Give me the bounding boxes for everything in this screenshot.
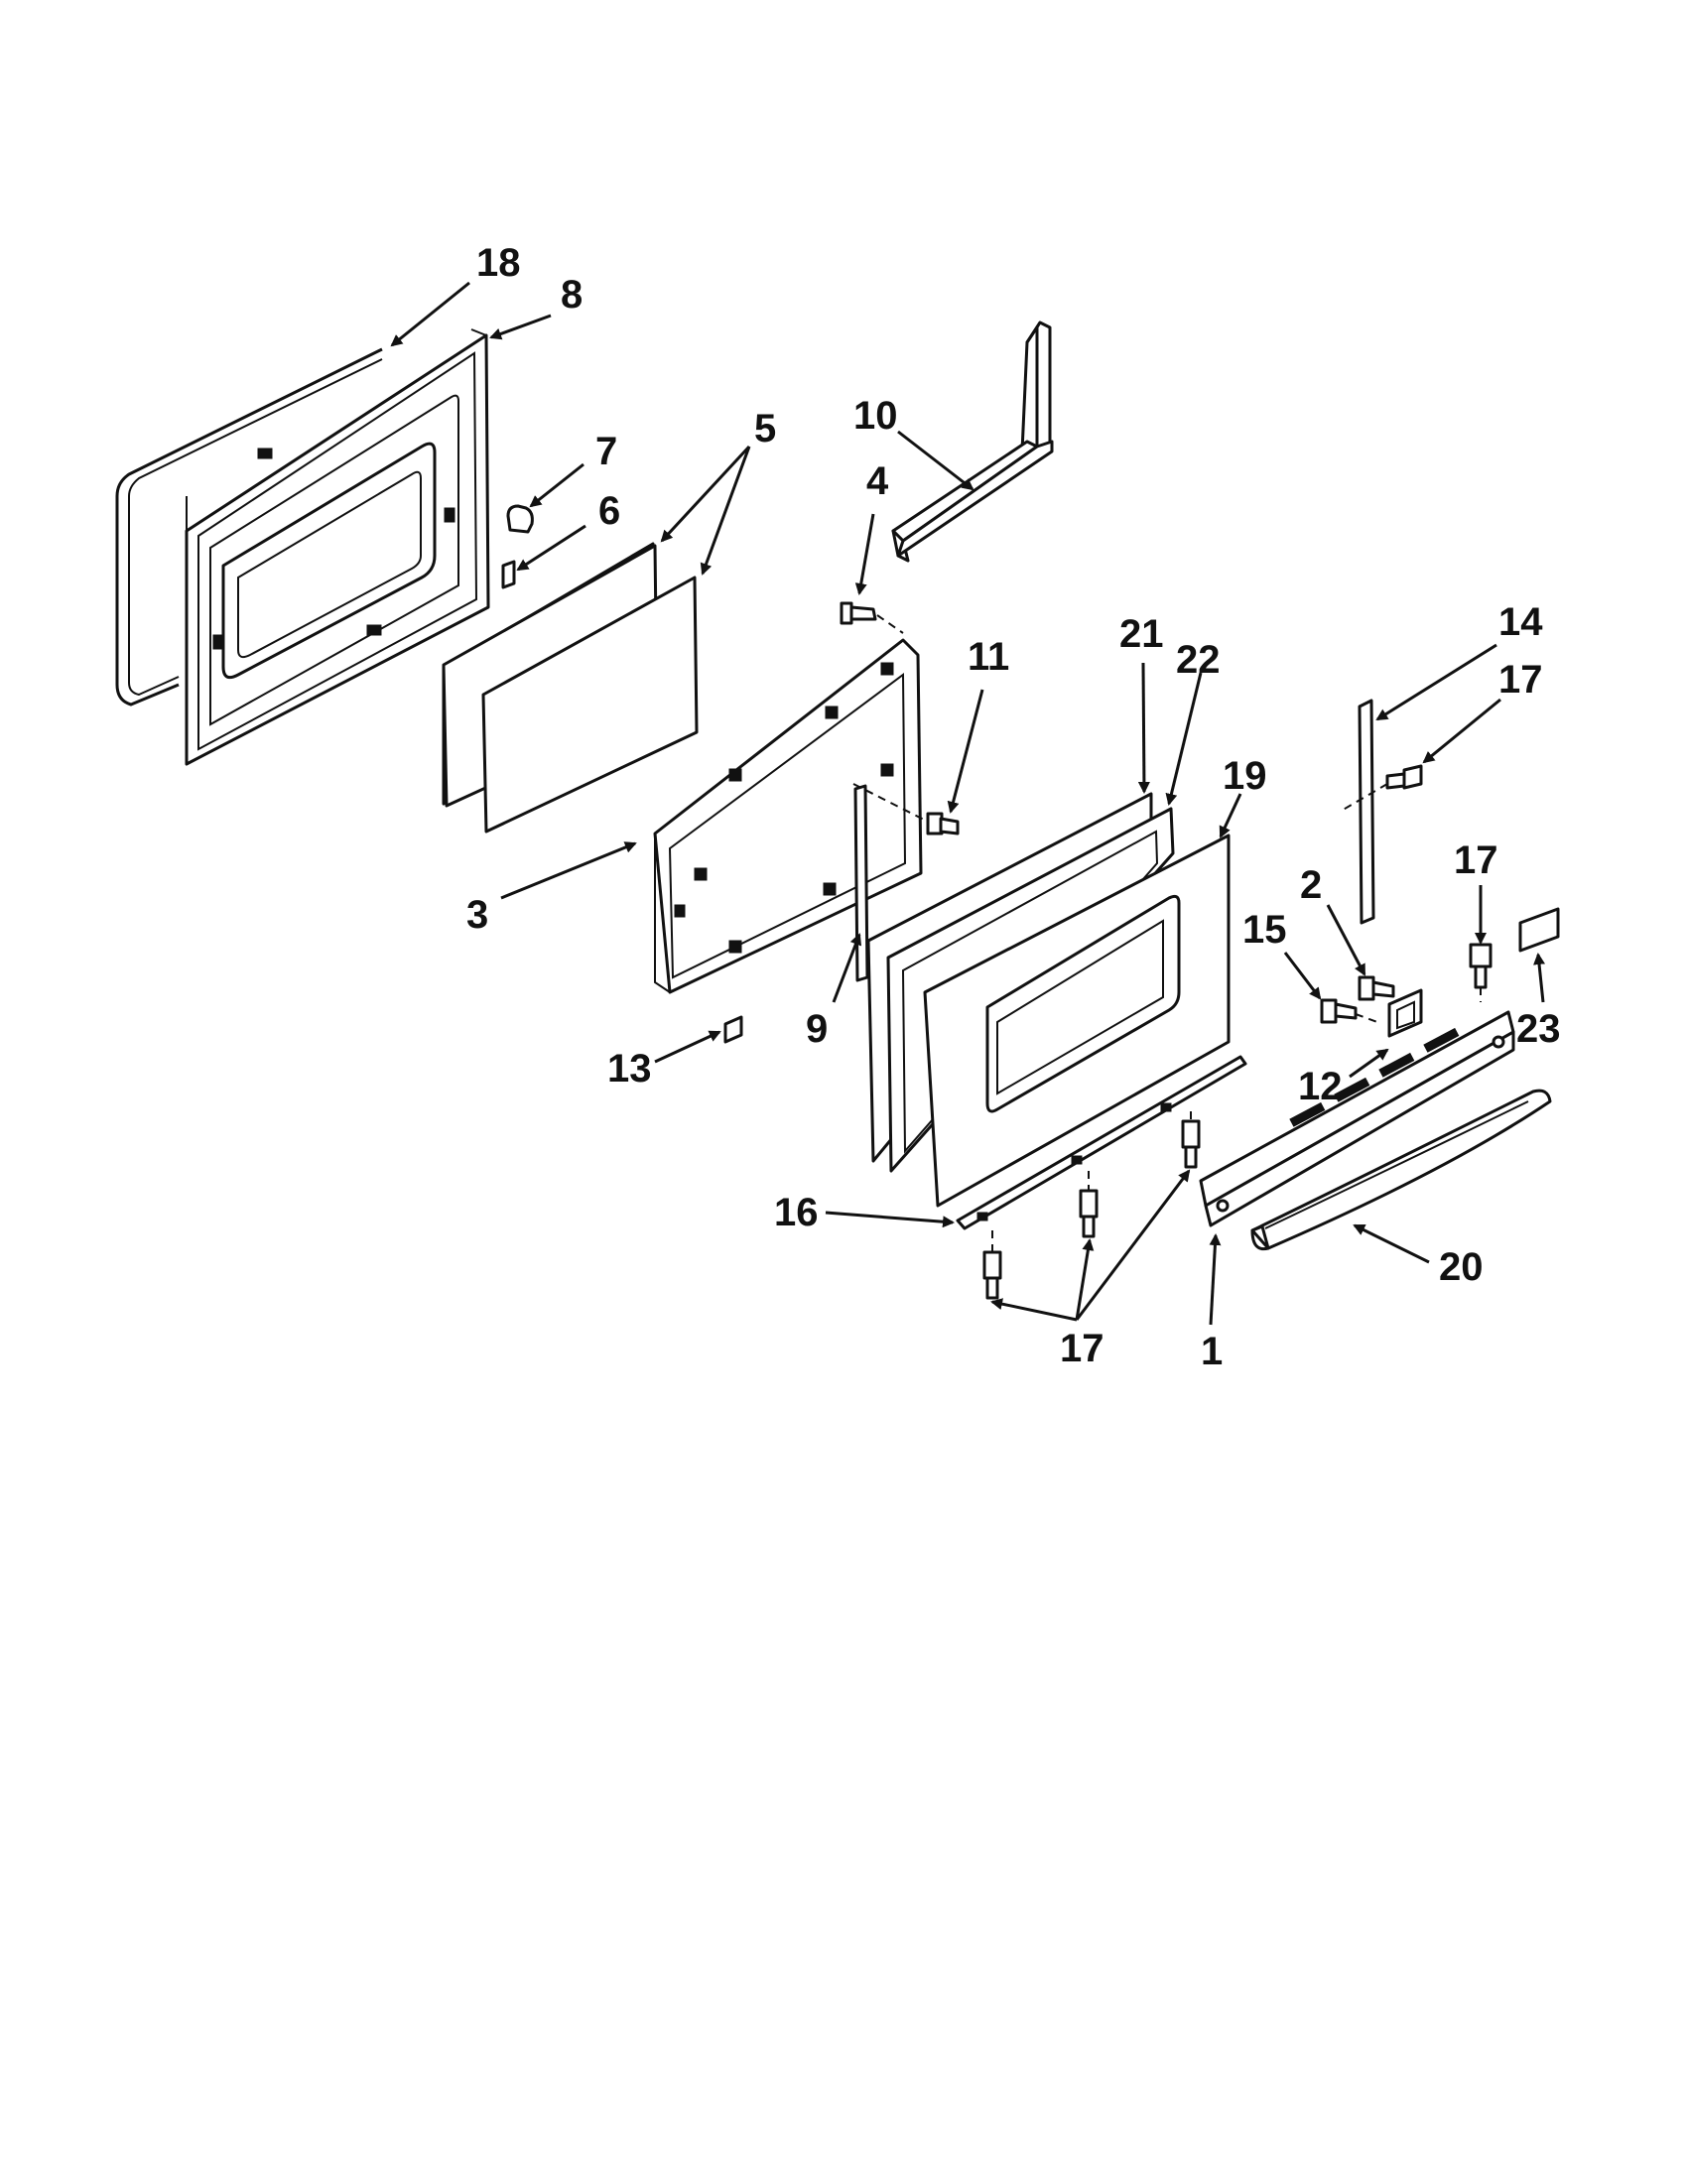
callout-7: 7 (595, 430, 617, 473)
spacer-part-6 (501, 560, 516, 589)
door-liner-part-3 (653, 638, 923, 994)
handle-base-part-1 (1199, 1010, 1515, 1227)
handle-part-20 (1250, 1089, 1552, 1251)
callout-19: 19 (1223, 754, 1267, 798)
callout-9: 9 (806, 1007, 828, 1051)
callout-labels: 18 8 7 6 5 10 4 11 21 22 19 14 17 3 9 13… (466, 241, 1561, 1373)
callout-13: 13 (607, 1047, 652, 1091)
callout-23: 23 (1516, 1007, 1561, 1051)
insulation-strip-part-10 (891, 321, 1054, 563)
callout-12: 12 (1298, 1065, 1343, 1108)
callout-17-upper: 17 (1498, 658, 1543, 702)
callout-18: 18 (476, 241, 521, 285)
leader-lines (390, 281, 1546, 1326)
screw-part-4 (840, 601, 904, 634)
glass-panel-rear (481, 576, 699, 834)
callout-21: 21 (1119, 612, 1164, 656)
screw-part-2 (1358, 975, 1395, 1001)
callout-16: 16 (774, 1191, 819, 1234)
bracket-part-16 (956, 1055, 1247, 1230)
callout-4: 4 (866, 459, 889, 503)
clip-part-7 (506, 504, 534, 534)
callout-22: 22 (1176, 638, 1221, 682)
callout-8: 8 (561, 273, 583, 317)
callout-20: 20 (1439, 1245, 1484, 1289)
callout-3: 3 (466, 893, 488, 937)
callout-6: 6 (598, 489, 620, 533)
label-part-13 (723, 1015, 743, 1044)
rail-part-14 (1358, 699, 1375, 925)
hinge-bracket-part-12 (1387, 988, 1423, 1038)
callout-2: 2 (1300, 863, 1322, 907)
screw-part-15 (1320, 998, 1378, 1024)
callout-17-right: 17 (1454, 838, 1498, 882)
brace-part-9 (853, 784, 869, 982)
callout-17-bottom: 17 (1060, 1327, 1104, 1370)
callout-15: 15 (1242, 908, 1287, 952)
screw-part-17-right (1469, 943, 1493, 1002)
inner-door-frame-part-8 (185, 328, 490, 766)
callout-10: 10 (853, 394, 898, 438)
callout-11: 11 (968, 635, 1009, 679)
screws-part-17-bottom (982, 1111, 1201, 1300)
callout-1: 1 (1201, 1330, 1223, 1373)
screw-part-17-upper (1339, 764, 1423, 813)
outer-door-panel-part-19 (923, 834, 1231, 1208)
callout-5: 5 (754, 407, 776, 450)
callout-14: 14 (1498, 600, 1543, 644)
label-part-23 (1518, 907, 1560, 953)
